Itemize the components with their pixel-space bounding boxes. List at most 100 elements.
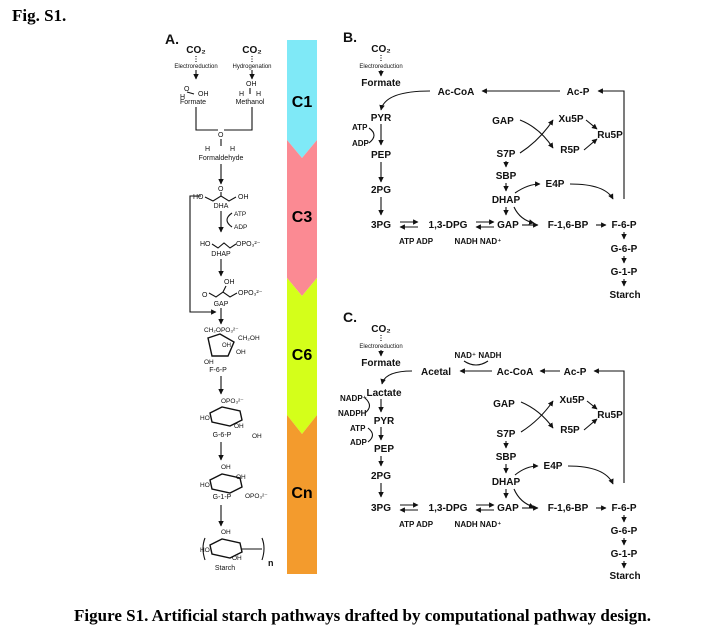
c-nad-nadh: NAD⁺ NADH [455,351,502,360]
c-starch: Starch [609,571,640,582]
panel-a-co2-left: CO₂ [186,45,205,56]
c-nadh-nad: NADH NAD⁺ [455,520,502,529]
bar-c1-label: C1 [292,94,313,111]
methanol-label: Methanol [236,99,265,106]
b-ac-p: Ac-P [567,87,590,98]
b-atp-adp: ATP ADP [399,237,434,246]
b-ru5p: Ru5P [597,130,623,141]
svg-text:O: O [202,292,208,299]
svg-text:OH: OH [234,423,244,430]
panel-a-atp: ATP [234,211,246,218]
svg-text:OH: OH [224,279,235,286]
b-2pg: 2PG [371,185,391,196]
c-nadp-plus: NADP⁺ [340,394,367,403]
bar-c3-label: C3 [292,209,313,226]
svg-text:H: H [239,91,244,98]
f6p-structure: CH₂OPO₃²⁻ CH₂OH OH OH OH [204,327,260,366]
svg-text:OH: OH [246,81,257,88]
svg-text:O: O [184,86,190,93]
c-3pg: 3PG [371,503,391,514]
b-sbp: SBP [496,171,517,182]
b-g6p: G-6-P [611,244,638,255]
c-gap-cycle: GAP [493,399,515,410]
svg-text:O: O [218,132,224,139]
c-e4p: E4P [544,461,563,472]
dha-label: DHA [214,203,229,210]
formaldehyde-structure: O H H [205,132,235,153]
svg-text:H: H [180,94,185,101]
c-gap-lower: GAP [497,503,519,514]
svg-text:OH: OH [236,474,246,481]
b-pyr: PYR [371,113,392,124]
bar-c6-label: C6 [292,347,313,364]
b-gap-cycle: GAP [492,116,514,127]
svg-text:HO: HO [200,547,210,554]
svg-text:OPO₃²⁻: OPO₃²⁻ [245,493,268,500]
b-pep: PEP [371,150,391,161]
c-f16bp: F-1,6-BP [548,503,589,514]
c-ac-p: Ac-P [564,367,587,378]
c-lactate: Lactate [366,388,401,399]
svg-text:H: H [256,91,261,98]
c-s7p: S7P [497,429,516,440]
svg-text:OH: OH [198,91,209,98]
svg-text:CH₂OH: CH₂OH [238,335,260,342]
b-r5p: R5P [560,145,580,156]
svg-text:OPO₃²⁻: OPO₃²⁻ [238,290,263,297]
c-nadph: NADPH [338,409,367,418]
svg-text:HO: HO [200,482,210,489]
panel-a-electroreduction: Electroreduction [174,64,217,70]
g1p-label: G-1-P [213,494,232,501]
b-f6p: F-6-P [612,220,637,231]
b-gap-lower: GAP [497,220,519,231]
b-3pg: 3PG [371,220,391,231]
c-13dpg: 1,3-DPG [429,503,468,514]
c-co2: CO₂ [371,324,390,335]
b-dhap: DHAP [492,195,521,206]
b-f16bp: F-1,6-BP [548,220,589,231]
formate-label: Formate [180,99,206,106]
b-nadh-nad: NADH NAD⁺ [455,237,502,246]
c-g1p: G-1-P [611,549,638,560]
c-ru5p: Ru5P [597,410,623,421]
svg-text:OPO₃²⁻: OPO₃²⁻ [221,398,244,405]
svg-text:HO: HO [200,241,211,248]
b-starch: Starch [609,290,640,301]
c-pyr: PYR [374,416,395,427]
c-sbp: SBP [496,452,517,463]
c-atp: ATP [350,424,366,433]
b-13dpg: 1,3-DPG [429,220,468,231]
c-pep: PEP [374,444,394,455]
svg-text:O: O [218,186,224,193]
figure-caption: Figure S1. Artificial starch pathways dr… [74,606,651,625]
c-g6p: G-6-P [611,526,638,537]
c-adp: ADP [350,438,368,447]
panel-a-starch-label: Starch [215,565,235,572]
b-ac-coa: Ac-CoA [438,87,475,98]
starch-structure: OH HO OH [200,529,265,562]
panel-a: A. CO₂ CO₂ Electroreduction Hydrogenatio… [165,31,274,572]
svg-text:OH: OH [232,555,242,562]
panel-b: B. CO₂ Electroreduction Formate Ac-CoA A… [343,29,641,301]
svg-text:OH: OH [238,194,249,201]
svg-text:OH: OH [236,349,246,356]
methanol-structure: OH H H [239,81,261,98]
b-electroreduction: Electroreduction [359,64,402,70]
panel-a-co2-right: CO₂ [242,45,261,56]
c-r5p: R5P [560,425,580,436]
c-atp-adp: ATP ADP [399,520,434,529]
panel-b-letter: B. [343,29,357,45]
c-2pg: 2PG [371,471,391,482]
c-dhap: DHAP [492,477,521,488]
c-formate: Formate [361,358,401,369]
dhap-structure: HO OPO₃²⁻ [200,241,261,249]
b-co2: CO₂ [371,44,390,55]
bar-c1-segment [287,40,317,158]
gap-label: GAP [214,301,229,308]
svg-text:OH: OH [252,433,262,440]
panel-c: C. CO₂ Electroreduction Formate NAD⁺ NAD… [338,309,641,582]
c-ac-coa: Ac-CoA [497,367,534,378]
svg-text:HO: HO [200,415,210,422]
g6p-structure: OPO₃²⁻ HO OH OH [200,398,262,440]
